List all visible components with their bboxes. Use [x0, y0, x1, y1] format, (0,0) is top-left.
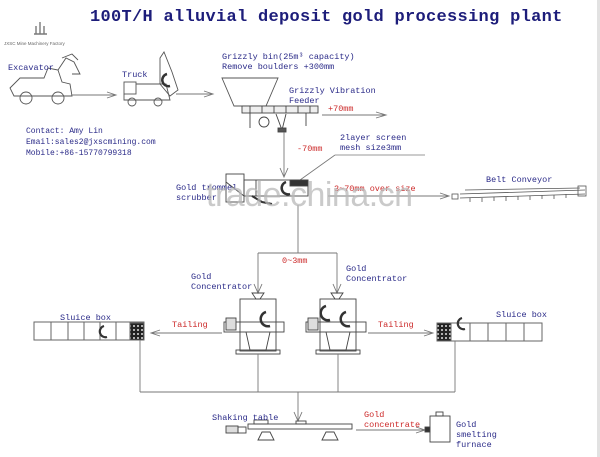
grizzly-bin-line2: Remove boulders +300mm — [222, 62, 335, 72]
flow-split — [253, 205, 342, 295]
grizzly-bin-label: Grizzly bin(25m³ capacity) Remove boulde… — [222, 52, 355, 72]
trommel-line1: Gold trommel — [176, 183, 238, 193]
grizzly-bin-line1: Grizzly bin(25m³ capacity) — [222, 52, 355, 62]
flow-collect — [139, 340, 456, 423]
oversize-label: 3~70mm over size — [334, 184, 416, 194]
gold-concentrator-left-icon — [223, 292, 285, 355]
grizzly-bin-icon — [221, 77, 279, 107]
screen-label: 2layer screen mesh size3mm — [340, 133, 406, 153]
concentrator-left-line2: Concentrator — [191, 282, 253, 292]
furnace-label: Gold smelting furnace — [456, 420, 497, 450]
crescent-logo-icon — [26, 8, 47, 40]
flow-arrow — [328, 192, 451, 200]
furnace-line3: furnace — [456, 440, 492, 450]
page-edge — [597, 0, 600, 457]
concentrator-right-line2: Concentrator — [346, 274, 408, 284]
tailing-left-label: Tailing — [172, 320, 208, 330]
watermark: trade.china.cn — [206, 176, 413, 214]
smelting-furnace-icon — [424, 411, 451, 443]
screen-line2: mesh size3mm — [340, 143, 402, 153]
grizzly-feeder-line1: Grizzly Vibration — [289, 86, 376, 96]
trommel-line2: scrubber — [176, 193, 217, 203]
page-title: 100T/H alluvial deposit gold processing … — [90, 8, 563, 27]
contact-name: Contact: Amy Lin — [26, 127, 103, 136]
tailing-right-label: Tailing — [378, 320, 414, 330]
sluice-box-left-icon — [33, 321, 145, 341]
concentrate-label: Gold concentrate — [364, 410, 420, 430]
grizzly-feeder-label: Grizzly Vibration Feeder — [289, 86, 376, 106]
contact-block: Contact: Amy Lin Email:sales2@jxscmining… — [26, 126, 156, 159]
excavator-icon — [9, 53, 81, 105]
grizzly-feeder-line2: Feeder — [289, 96, 320, 106]
contact-mobile: Mobile:+86-15770799318 — [26, 149, 132, 158]
flow-arrow — [72, 91, 118, 99]
leader-line — [299, 154, 336, 181]
flow-arrow — [149, 329, 435, 337]
fine-label: 0~3mm — [282, 256, 308, 266]
logo-caption: JXSC Mine Machinery Factory — [4, 41, 65, 46]
grizzly-feeder-icon — [241, 105, 319, 133]
sluice-right-label: Sluice box — [496, 310, 548, 320]
flow-arrow — [322, 111, 388, 119]
belt-conveyor-icon — [451, 185, 587, 202]
concentrate-line2: concentrate — [364, 420, 421, 430]
gold-concentrator-right-icon — [305, 292, 367, 355]
minus70-label: -70mm — [297, 144, 323, 154]
shaking-table-icon — [225, 419, 353, 441]
contact-email: Email:sales2@jxscmining.com — [26, 138, 156, 147]
trommel-label: Gold trommel scrubber — [176, 183, 237, 203]
truck-label: Truck — [122, 70, 148, 80]
furnace-line2: smelting — [456, 430, 497, 440]
flow-arrow — [279, 132, 289, 179]
shaking-table-label: Shaking table — [212, 413, 279, 423]
truck-icon — [123, 51, 179, 107]
furnace-line1: Gold — [456, 420, 477, 430]
concentrator-right-line1: Gold — [346, 264, 367, 274]
plus70-label: +70mm — [328, 104, 354, 114]
concentrator-left-label: Gold Concentrator — [191, 272, 252, 292]
trommel-scrubber-icon — [225, 173, 309, 205]
concentrator-left-line1: Gold — [191, 272, 212, 282]
sluice-left-label: Sluice box — [60, 313, 112, 323]
concentrator-right-label: Gold Concentrator — [346, 264, 407, 284]
excavator-label: Excavator — [8, 63, 54, 73]
concentrate-line1: Gold — [364, 410, 385, 420]
sluice-box-right-icon — [436, 316, 543, 342]
flow-arrow — [176, 90, 215, 98]
belt-conveyor-label: Belt Conveyor — [486, 175, 553, 185]
screen-line1: 2layer screen — [340, 133, 407, 143]
